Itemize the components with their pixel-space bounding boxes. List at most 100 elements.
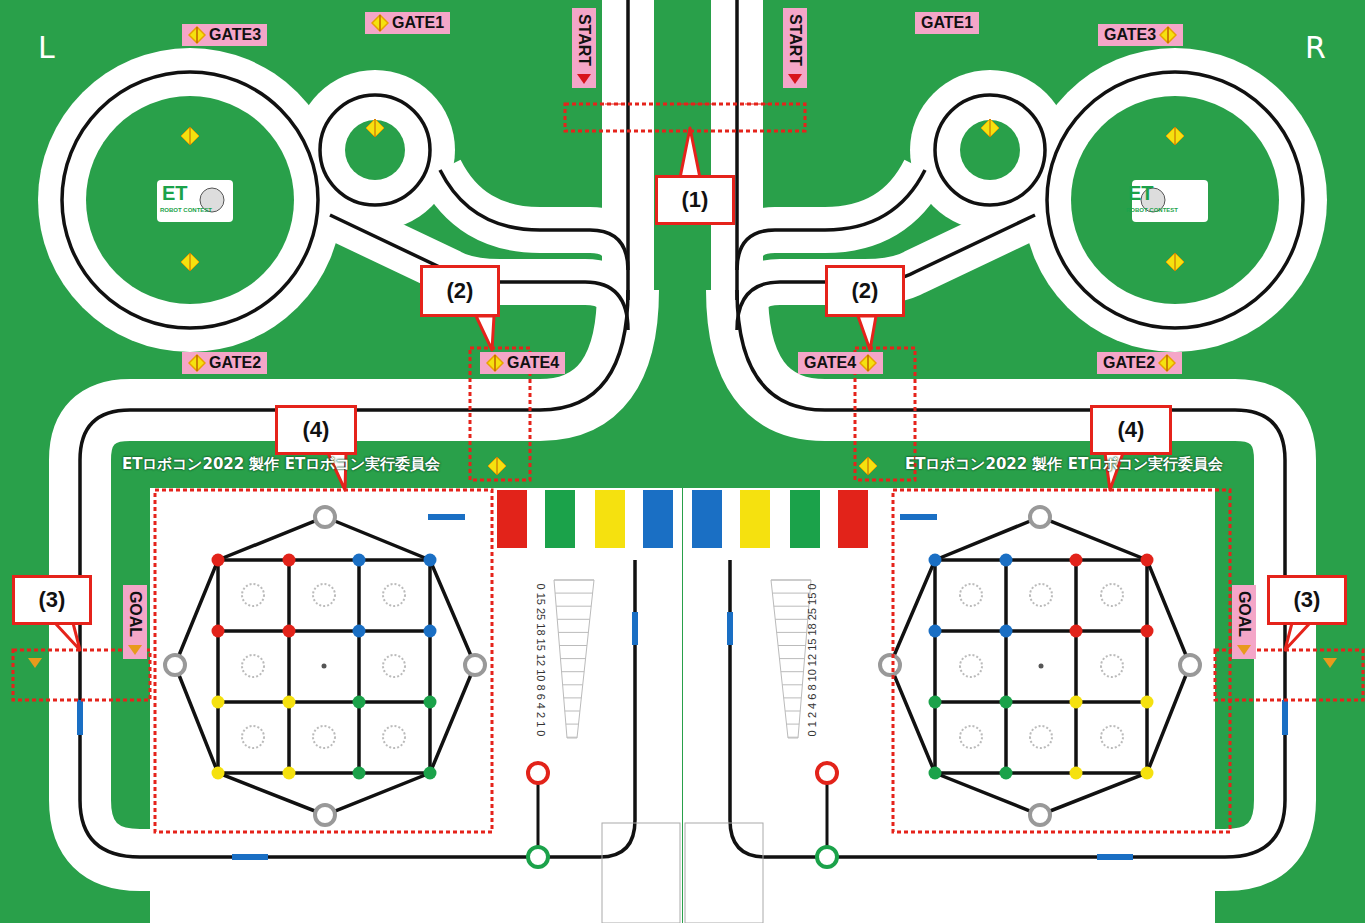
track-line: [737, 215, 1035, 330]
ring-line: [1047, 72, 1303, 328]
scale-tick: [558, 632, 588, 633]
scale-tick: [782, 684, 802, 685]
gate-icon: [487, 355, 503, 371]
gate-name: GATE4: [804, 354, 856, 372]
blue-mark: [727, 612, 733, 645]
gate-tag: GATE3: [1098, 24, 1183, 46]
scale-numbers: 0 1 2 4 6 8 10 12 15 18 25 15 0: [806, 584, 818, 737]
grid-line: [218, 629, 430, 633]
callout-box: (3): [12, 575, 92, 625]
track-line: [737, 170, 925, 270]
gate-marker: [859, 457, 877, 475]
gate-marker: [1166, 253, 1184, 271]
track-line: [440, 170, 628, 270]
gray-circle: [1030, 805, 1050, 825]
callout-number: (2): [852, 278, 879, 304]
grid-line: [933, 560, 937, 773]
scale-numbers: 0 15 25 18 15 12 10 8 6 4 2 1 0: [535, 584, 547, 737]
gate-icon: [1160, 27, 1176, 43]
color-bar: [643, 490, 673, 548]
area-outline: [685, 823, 763, 923]
scale-tick: [779, 658, 804, 659]
scale-tick: [564, 697, 582, 698]
logo-text: ROBOT CONTEST: [160, 207, 212, 213]
gate-marker: [488, 457, 506, 475]
red-circle: [817, 763, 837, 783]
gate-icon: [188, 354, 206, 372]
region-box: [893, 490, 1230, 832]
grid-line: [218, 558, 430, 562]
side-letter: R: [1305, 30, 1326, 65]
center-dot: [1039, 664, 1044, 669]
gate-marker: [181, 253, 199, 271]
marker-triangle: [783, 72, 807, 86]
color-dot: [1000, 625, 1013, 638]
drawing-part: [488, 457, 506, 475]
grid-line: [1004, 560, 1008, 773]
grid-line: [218, 771, 430, 775]
blue-mark: [428, 514, 465, 520]
block-spot: [383, 655, 405, 677]
drawing-part: [859, 457, 877, 475]
gate-tag: GATE3: [182, 24, 267, 46]
block-spot: [313, 726, 335, 748]
drawing-part: [181, 127, 199, 145]
octagon-line: [175, 517, 475, 815]
grid-line: [935, 558, 1147, 562]
mat-title: ETロボコン2022 製作 ETロボコン実行委員会: [905, 455, 1223, 474]
area-outline: [602, 823, 680, 923]
scale-tick: [788, 737, 798, 738]
scale-tick: [784, 697, 802, 698]
color-bar: [790, 490, 820, 548]
grid-line: [218, 700, 430, 704]
callout-number: (4): [303, 417, 330, 443]
color-dot: [212, 625, 225, 638]
color-dot: [929, 767, 942, 780]
goal-marker: [1323, 658, 1337, 668]
gate-name: GATE2: [1103, 354, 1155, 372]
blue-mark: [77, 700, 83, 735]
scale-tick: [781, 671, 804, 672]
scale-tick: [787, 724, 800, 725]
logo-text: ET: [1128, 182, 1154, 205]
gate-icon: [860, 355, 876, 371]
scale-tick: [778, 645, 806, 646]
logo-text: ROBOT CONTEST: [1126, 207, 1178, 213]
tag-name: START: [786, 14, 804, 66]
gate-marker: [375, 119, 376, 137]
color-dot: [1070, 625, 1083, 638]
ring-line: [62, 72, 318, 328]
gate-marker: [366, 119, 384, 137]
color-dot: [1141, 625, 1154, 638]
logo-text: ET: [162, 182, 188, 205]
gate-name: GATE2: [209, 354, 261, 372]
color-bar: [838, 490, 868, 548]
ring-band: [38, 48, 342, 352]
gray-circle: [315, 805, 335, 825]
color-dot: [212, 696, 225, 709]
block-spot: [383, 584, 405, 606]
drawing-part: [181, 253, 199, 271]
color-dot: [212, 767, 225, 780]
color-dot: [1000, 767, 1013, 780]
blue-mark: [632, 612, 638, 645]
block-spot: [1030, 584, 1052, 606]
block-spot: [313, 584, 335, 606]
track-band: [737, 215, 1035, 330]
gate-icon: [486, 354, 504, 372]
block-spot: [1101, 726, 1123, 748]
gray-circle: [880, 655, 900, 675]
region-box: [155, 490, 492, 832]
color-dot: [353, 625, 366, 638]
color-dot: [1000, 696, 1013, 709]
block-spot: [1030, 726, 1052, 748]
gate-name: GATE3: [209, 26, 261, 44]
gate-marker: [1166, 127, 1184, 145]
color-bar: [595, 490, 625, 548]
green-circle: [528, 847, 548, 867]
color-dot: [353, 554, 366, 567]
gate-icon: [1159, 355, 1175, 371]
callout-number: (3): [1294, 587, 1321, 613]
start-line: [826, 773, 829, 857]
